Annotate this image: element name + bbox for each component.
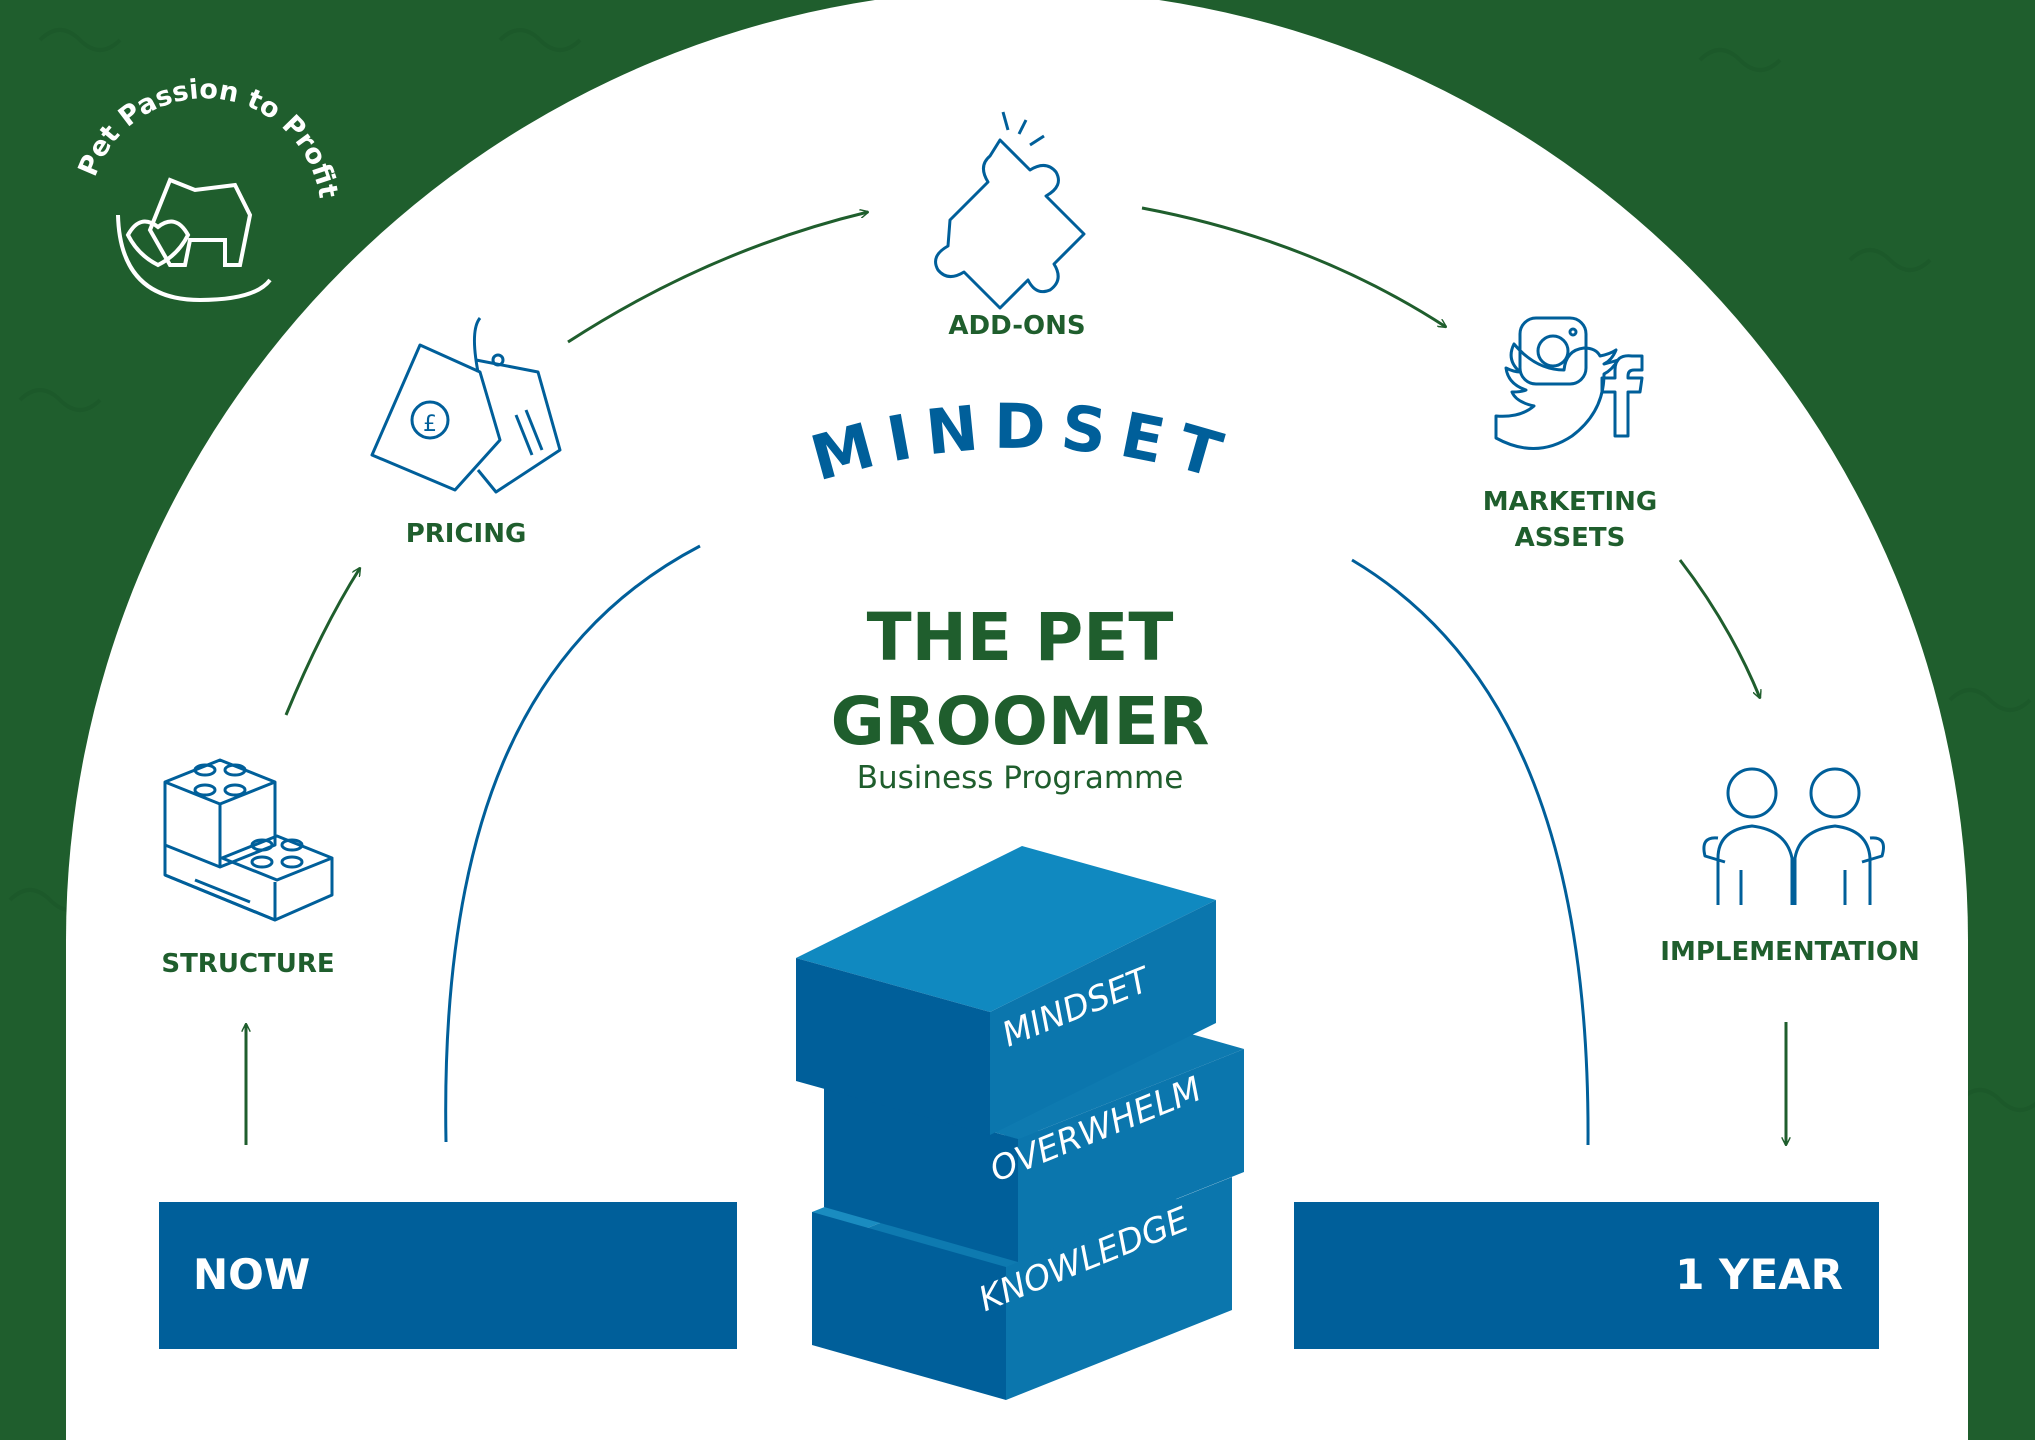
logo-mark: [116, 177, 272, 303]
social-media-icon: [1494, 316, 1644, 450]
step-label-structure: STRUCTURE: [161, 949, 335, 979]
pound-sign: £: [423, 412, 437, 437]
step-label-marketing: MARKETING: [1482, 487, 1658, 517]
step-label-add-ons: ADD-ONS: [948, 311, 1086, 341]
page-title-line2: GROOMER: [830, 683, 1210, 760]
inner-arc-left: [444, 544, 701, 1143]
block-label-top: MINDSET: [997, 959, 1158, 1055]
page-subtitle: Business Programme: [856, 760, 1184, 796]
timeline-start: NOW: [193, 1250, 311, 1299]
timeline-bar-year: 1 YEAR: [1294, 1202, 1879, 1349]
logo-text: Pet Passion to Profit: [73, 74, 344, 200]
step-label-implementation: IMPLEMENTATION: [1660, 937, 1920, 967]
timeline-end: 1 YEAR: [1675, 1250, 1843, 1299]
page-title-line1: THE PET: [866, 599, 1174, 676]
step-label-assets: ASSETS: [1514, 523, 1626, 553]
step-label-pricing: PRICING: [405, 519, 527, 549]
people-icon: [1702, 767, 1885, 905]
inner-arc-right: [1351, 558, 1590, 1146]
stacked-blocks: [796, 846, 1244, 1400]
bricks-icon: [163, 758, 334, 922]
white-arch: [66, 0, 1968, 1440]
block-label-bottom: KNOWLEDGE: [973, 1199, 1195, 1320]
arc-label: MINDSET: [803, 390, 1243, 496]
block-label-middle: OVERWHELM: [985, 1069, 1208, 1190]
puzzle-icon: [934, 111, 1086, 310]
flow-arrows: [246, 206, 1786, 1145]
price-tag-icon: [370, 317, 562, 494]
timeline-bar-now: NOW: [159, 1202, 737, 1349]
